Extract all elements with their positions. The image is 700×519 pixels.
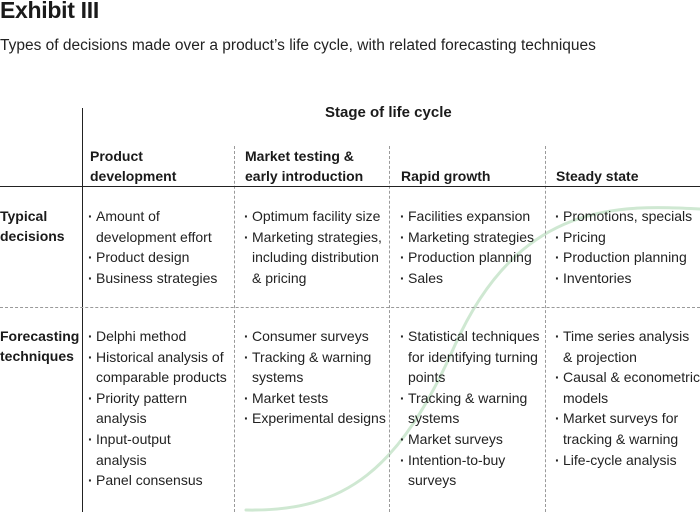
column-header-market-testing: Market testing &early introduction xyxy=(245,148,364,184)
row-header-divider xyxy=(82,108,83,512)
cell-techniques-product-development: Delphi method Historical analysis ofcomp… xyxy=(88,326,227,491)
list-item: Life-cycle analysis xyxy=(555,450,700,471)
list-item: Business strategies xyxy=(88,268,217,289)
cell-decisions-rapid-growth: Facilities expansion Marketing strategie… xyxy=(400,206,534,289)
cell-decisions-steady-state: Promotions, specials Pricing Production … xyxy=(555,206,692,289)
list-item: Marketing strategies,including distribut… xyxy=(244,227,382,289)
column-divider xyxy=(545,146,546,512)
list-item: Time series analysis& projection xyxy=(555,326,700,367)
column-header-rapid-growth: Rapid growth xyxy=(401,168,491,184)
cell-techniques-market-testing: Consumer surveys Tracking & warningsyste… xyxy=(244,326,386,429)
list-item: Inventories xyxy=(555,268,692,289)
column-header-steady-state: Steady state xyxy=(556,168,639,184)
list-item: Panel consensus xyxy=(88,470,227,491)
exhibit-subtitle: Types of decisions made over a product’s… xyxy=(0,37,596,54)
list-item: Experimental designs xyxy=(244,408,386,429)
header-divider xyxy=(0,186,700,187)
list-item: Marketing strategies xyxy=(400,227,534,248)
list-item: Promotions, specials xyxy=(555,206,692,227)
cell-decisions-market-testing: Optimum facility size Marketing strategi… xyxy=(244,206,382,289)
list-item: Pricing xyxy=(555,227,692,248)
list-item: Delphi method xyxy=(88,326,227,347)
list-item: Production planning xyxy=(555,247,692,268)
column-divider xyxy=(234,146,235,512)
list-item: Optimum facility size xyxy=(244,206,382,227)
exhibit-title: Exhibit III xyxy=(0,0,99,23)
list-item: Market surveys xyxy=(400,429,540,450)
stage-of-life-cycle-heading: Stage of life cycle xyxy=(325,104,452,121)
column-divider xyxy=(389,146,390,512)
row-divider xyxy=(0,307,700,308)
list-item: Production planning xyxy=(400,247,534,268)
list-item: Facilities expansion xyxy=(400,206,534,227)
list-item: Product design xyxy=(88,247,217,268)
list-item: Sales xyxy=(400,268,534,289)
list-item: Market tests xyxy=(244,388,386,409)
list-item: Consumer surveys xyxy=(244,326,386,347)
cell-techniques-steady-state: Time series analysis& projection Causal … xyxy=(555,326,700,471)
